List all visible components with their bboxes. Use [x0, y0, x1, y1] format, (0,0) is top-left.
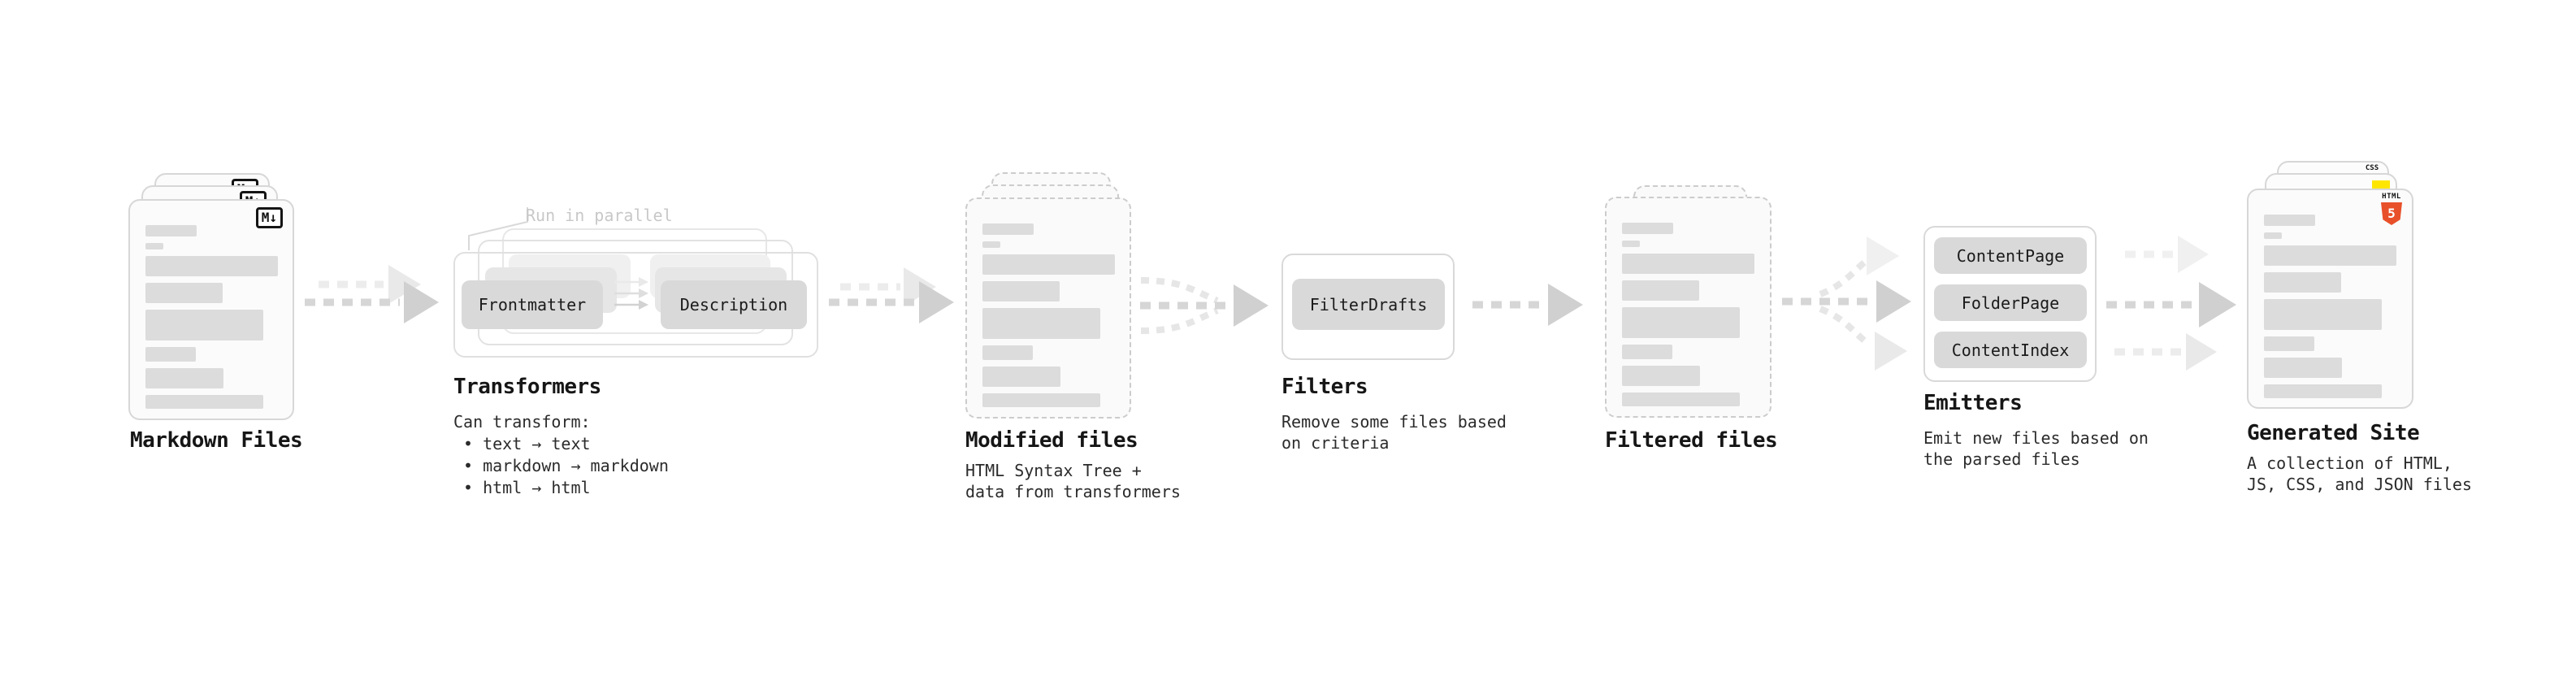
transformer-parallel-arrows [614, 277, 648, 310]
transformers-bullet-list: • text → text • markdown → markdown • ht… [463, 433, 669, 499]
bullet-item: • html → html [463, 478, 591, 497]
arrow-emitters-to-generated [2106, 236, 2236, 371]
emitters-label: Emitters [1923, 391, 2023, 415]
filtered-files-label: Filtered files [1605, 428, 1778, 453]
modified-file-card-front [965, 197, 1131, 419]
bullet-item: • text → text [463, 434, 591, 453]
transformer-pill-frontmatter: Frontmatter [462, 280, 603, 329]
emitters-desc: Emit new files based on the parsed files [1923, 428, 2149, 469]
modified-files-label: Modified files [965, 428, 1138, 453]
doc-content-placeholder [145, 225, 278, 415]
bullet-item: • markdown → markdown [463, 456, 669, 475]
emitter-pill-folderpage: FolderPage [1934, 284, 2087, 321]
modified-files-desc: HTML Syntax Tree + data from transformer… [965, 461, 1181, 501]
emitter-pill-contentpage: ContentPage [1934, 237, 2087, 274]
generated-file-card-html: HTML 5 [2247, 189, 2413, 409]
doc-content-placeholder [2264, 215, 2396, 405]
arrow-modified-to-filters [1140, 277, 1268, 334]
arrow-transformers-to-modified [829, 267, 954, 323]
markdown-icon: M↓ [255, 207, 283, 228]
filter-pill-filterdrafts: FilterDrafts [1292, 279, 1445, 330]
markdown-file-card-front: M↓ [128, 199, 294, 420]
html5-icon: HTML 5 [2381, 193, 2402, 225]
transformers-label: Transformers [453, 375, 601, 399]
filters-desc: Remove some files based on criteria [1281, 412, 1507, 453]
filters-label: Filters [1281, 375, 1368, 399]
arrow-markdown-to-transformers [305, 265, 439, 323]
arrow-filters-to-filtered [1472, 284, 1583, 326]
emitter-pill-contentindex: ContentIndex [1934, 332, 2087, 368]
generated-site-desc: A collection of HTML, JS, CSS, and JSON … [2247, 453, 2472, 494]
run-in-parallel-leader-line [468, 207, 528, 250]
doc-content-placeholder [982, 223, 1115, 414]
filtered-file-card-front [1605, 197, 1772, 418]
transformers-desc-title: Can transform: [453, 412, 591, 432]
generated-site-label: Generated Site [2247, 421, 2420, 445]
markdown-files-label: Markdown Files [130, 428, 303, 453]
doc-content-placeholder [1622, 223, 1754, 413]
arrow-filtered-to-emitters [1782, 236, 1911, 371]
run-in-parallel-annotation: Run in parallel [526, 206, 673, 225]
transformer-layer-front [453, 252, 818, 358]
transformer-pill-description: Description [661, 280, 807, 329]
